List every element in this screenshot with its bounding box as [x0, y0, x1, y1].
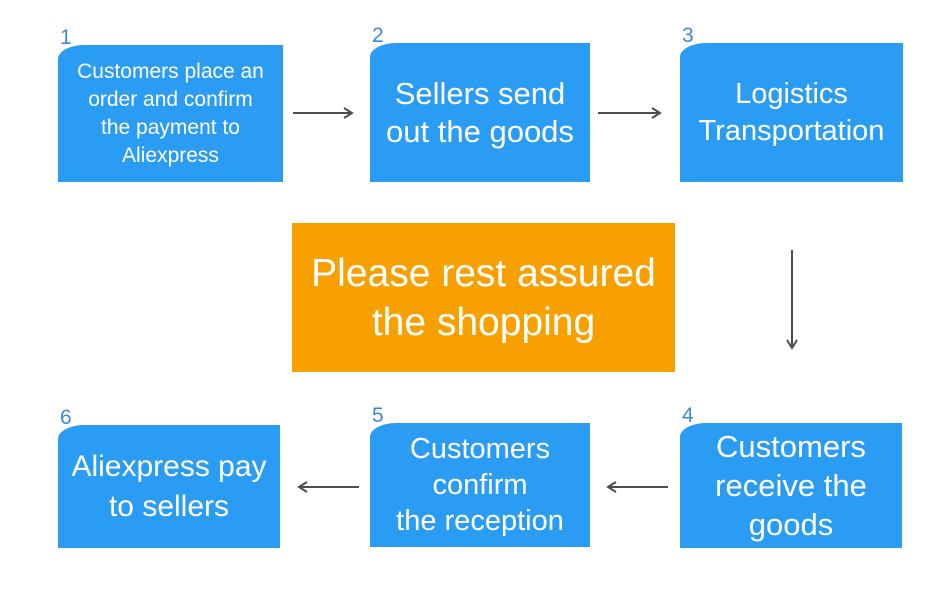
step-box-5: 5 Customers confirm the reception	[370, 405, 590, 547]
step-text-5: Customers confirm the reception	[396, 433, 564, 537]
step-box-6: 6 Aliexpress pay to sellers	[58, 407, 280, 548]
step-number-1: 1	[60, 26, 72, 49]
step-box-3: 3 Logistics Transportation	[680, 25, 903, 182]
step-text-3: Logistics Transportation	[698, 77, 885, 147]
step-number-3: 3	[682, 24, 694, 47]
step-number-6: 6	[60, 406, 72, 429]
center-banner-text: Please rest assured the shopping	[311, 251, 656, 344]
step-text-6: Aliexpress pay to sellers	[71, 449, 267, 523]
step-text-4: Customers receive the goods	[715, 429, 867, 542]
step-number-5: 5	[372, 404, 384, 427]
step-box-4: 4 Customers receive the goods	[680, 405, 902, 548]
step-box-1: 1 Customers place an order and confirm t…	[58, 27, 283, 182]
step-text-2: Sellers send out the goods	[386, 75, 574, 149]
step-number-2: 2	[372, 24, 384, 47]
step-number-4: 4	[682, 404, 694, 427]
center-banner: Please rest assured the shopping	[292, 223, 675, 372]
step-box-2: 2 Sellers send out the goods	[370, 25, 590, 182]
step-text-1: Customers place an order and confirm the…	[77, 59, 264, 167]
